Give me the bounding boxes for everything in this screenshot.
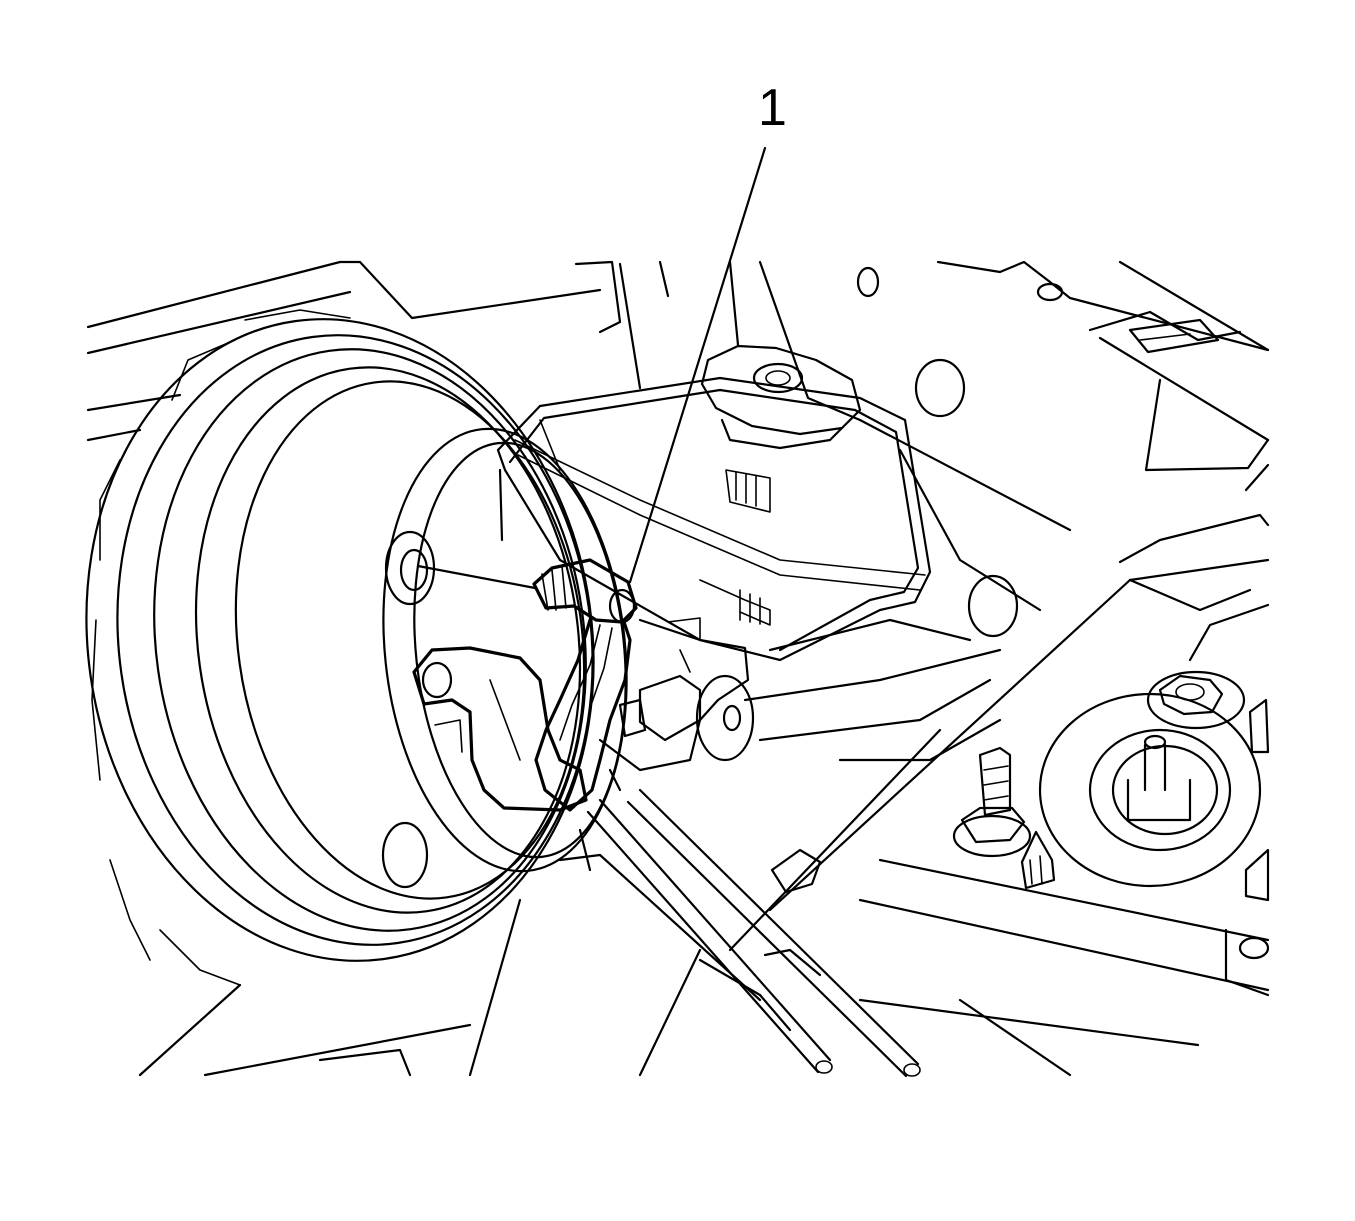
callout-label-1: 1	[758, 79, 787, 137]
strut-tower	[770, 670, 1270, 997]
vacuum-hose-assembly	[412, 558, 638, 812]
brake-booster	[85, 309, 628, 986]
master-cylinder	[558, 617, 921, 1078]
body-panels	[86, 260, 1270, 1077]
brake-fluid-reservoir	[496, 344, 932, 662]
callout-1-leader	[628, 146, 767, 584]
